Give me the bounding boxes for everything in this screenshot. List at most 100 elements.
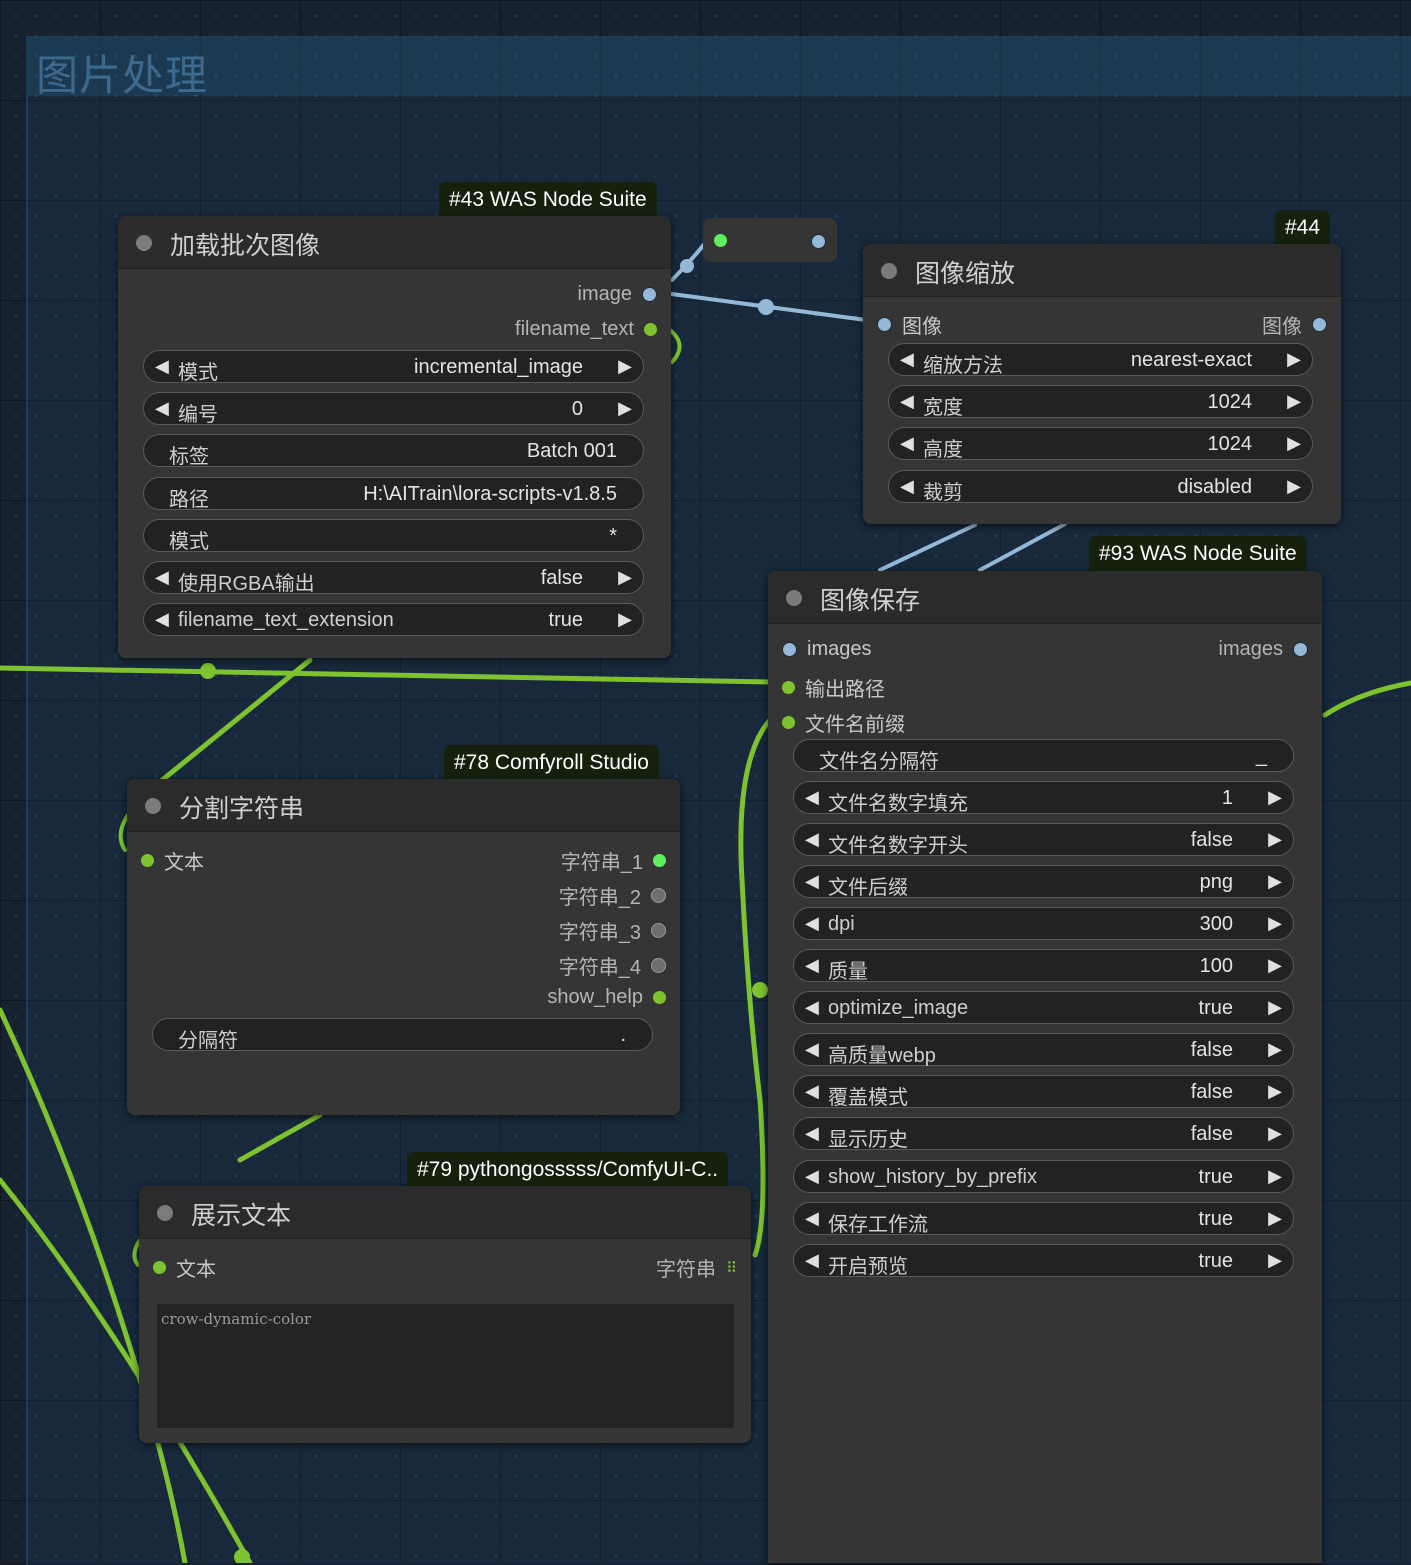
increment-arrow[interactable]: ▶ <box>1287 391 1301 411</box>
widget-show-previews[interactable]: ◀ 开启预览 true ▶ <box>793 1244 1294 1278</box>
decrement-arrow[interactable]: ◀ <box>900 476 914 496</box>
output-slot-string[interactable]: 字符串⠿ <box>656 1259 737 1281</box>
widget-index[interactable]: ◀ 编号 0 ▶ <box>143 392 644 426</box>
decrement-arrow[interactable]: ◀ <box>805 1123 819 1143</box>
node-split-string[interactable]: 分割字符串 文本 字符串_1 字符串_2 字符串_3 字符串_4 show_he… <box>127 779 680 1115</box>
widget-pattern[interactable]: 模式 * <box>143 519 644 553</box>
widget-mode[interactable]: ◀ 模式 incremental_image ▶ <box>143 350 644 384</box>
decrement-arrow[interactable]: ◀ <box>155 567 169 587</box>
increment-arrow[interactable]: ▶ <box>1268 829 1282 849</box>
input-slot-images[interactable]: images <box>782 638 871 661</box>
output-slot-show-help[interactable]: show_help <box>547 986 666 1009</box>
node-show-text[interactable]: 展示文本 文本 字符串⠿ crow-dynamic-color <box>139 1186 751 1443</box>
increment-arrow[interactable]: ▶ <box>618 567 632 587</box>
increment-arrow[interactable]: ▶ <box>618 398 632 418</box>
increment-arrow[interactable]: ▶ <box>618 609 632 629</box>
output-dot[interactable] <box>1293 642 1308 657</box>
increment-arrow[interactable]: ▶ <box>1287 349 1301 369</box>
node-header[interactable]: 分割字符串 <box>127 779 680 832</box>
increment-arrow[interactable]: ▶ <box>1268 913 1282 933</box>
output-slot-string-2[interactable]: 字符串_2 <box>559 881 666 910</box>
output-dot[interactable] <box>653 991 666 1004</box>
decrement-arrow[interactable]: ◀ <box>900 349 914 369</box>
increment-arrow[interactable]: ▶ <box>1268 787 1282 807</box>
increment-arrow[interactable]: ▶ <box>1268 1081 1282 1101</box>
decrement-arrow[interactable]: ◀ <box>805 1250 819 1270</box>
node-header[interactable]: 图像缩放 <box>863 244 1341 297</box>
decrement-arrow[interactable]: ◀ <box>900 433 914 453</box>
widget-path[interactable]: 路径 H:\AITrain\lora-scripts-v1.8.5 <box>143 477 644 511</box>
widget-dpi[interactable]: ◀ dpi 300 ▶ <box>793 907 1294 940</box>
output-slot-string-3[interactable]: 字符串_3 <box>559 916 666 945</box>
widget-filename-number-padding[interactable]: ◀ 文件名数字填充 1 ▶ <box>793 781 1294 815</box>
increment-arrow[interactable]: ▶ <box>1287 433 1301 453</box>
decrement-arrow[interactable]: ◀ <box>805 871 819 891</box>
node-image-save[interactable]: 图像保存 images images 输出路径 文件名前缀 文件名分隔符 _ ◀… <box>768 571 1322 1563</box>
widget-overwrite-mode[interactable]: ◀ 覆盖模式 false ▶ <box>793 1075 1294 1109</box>
decrement-arrow[interactable]: ◀ <box>805 913 819 933</box>
increment-arrow[interactable]: ▶ <box>618 356 632 376</box>
decrement-arrow[interactable]: ◀ <box>805 1081 819 1101</box>
output-slot-filename-text[interactable]: filename_text <box>515 318 657 341</box>
output-slot-image[interactable]: 图像 <box>1262 310 1327 339</box>
decrement-arrow[interactable]: ◀ <box>805 1208 819 1228</box>
reroute-input-dot[interactable] <box>714 234 727 247</box>
output-dot[interactable] <box>644 323 657 336</box>
input-dot[interactable] <box>782 681 795 694</box>
widget-show-history[interactable]: ◀ 显示历史 false ▶ <box>793 1117 1294 1151</box>
collapse-dot[interactable] <box>157 1205 173 1221</box>
output-dot[interactable] <box>642 287 657 302</box>
output-dot[interactable] <box>1312 317 1327 332</box>
reroute-output-dot[interactable] <box>811 234 826 249</box>
collapse-dot[interactable] <box>136 235 152 251</box>
widget-crop[interactable]: ◀ 裁剪 disabled ▶ <box>888 470 1313 504</box>
output-slot-string-1[interactable]: 字符串_1 <box>561 846 666 875</box>
decrement-arrow[interactable]: ◀ <box>805 997 819 1017</box>
reroute-node[interactable] <box>703 218 837 262</box>
node-load-image-batch[interactable]: 加载批次图像 image filename_text ◀ 模式 incremen… <box>118 216 671 658</box>
widget-filename-text-extension[interactable]: ◀ filename_text_extension true ▶ <box>143 603 644 636</box>
node-header[interactable]: 加载批次图像 <box>118 216 671 269</box>
increment-arrow[interactable]: ▶ <box>1268 1166 1282 1186</box>
widget-delimiter[interactable]: 分隔符 . <box>152 1018 653 1052</box>
widget-upscale-method[interactable]: ◀ 缩放方法 nearest-exact ▶ <box>888 343 1313 377</box>
text-display-area[interactable]: crow-dynamic-color <box>157 1304 734 1428</box>
input-dot[interactable] <box>782 716 795 729</box>
output-dot[interactable] <box>651 958 666 973</box>
decrement-arrow[interactable]: ◀ <box>155 609 169 629</box>
widget-label[interactable]: 标签 Batch 001 <box>143 434 644 468</box>
widget-show-history-by-prefix[interactable]: ◀ show_history_by_prefix true ▶ <box>793 1160 1294 1193</box>
input-dot[interactable] <box>141 854 154 867</box>
output-dot[interactable] <box>651 923 666 938</box>
widget-lossless-webp[interactable]: ◀ 高质量webp false ▶ <box>793 1033 1294 1067</box>
group-header[interactable]: 图片处理 <box>28 38 1411 100</box>
input-slot-text[interactable]: 文本 <box>153 1253 216 1282</box>
node-header[interactable]: 展示文本 <box>139 1186 751 1239</box>
increment-arrow[interactable]: ▶ <box>1268 997 1282 1017</box>
increment-arrow[interactable]: ▶ <box>1268 1123 1282 1143</box>
output-slot-image[interactable]: image <box>578 283 657 306</box>
decrement-arrow[interactable]: ◀ <box>805 829 819 849</box>
widget-filename-delimiter[interactable]: 文件名分隔符 _ <box>793 739 1294 773</box>
collapse-dot[interactable] <box>881 263 897 279</box>
output-slot-images[interactable]: images <box>1219 638 1308 661</box>
output-slot-string-4[interactable]: 字符串_4 <box>559 951 666 980</box>
widget-quality[interactable]: ◀ 质量 100 ▶ <box>793 949 1294 983</box>
widget-height[interactable]: ◀ 高度 1024 ▶ <box>888 427 1313 461</box>
decrement-arrow[interactable]: ◀ <box>805 787 819 807</box>
input-slot-output-path[interactable]: 输出路径 <box>782 673 885 702</box>
widget-extension[interactable]: ◀ 文件后缀 png ▶ <box>793 865 1294 899</box>
node-image-scale[interactable]: 图像缩放 图像 图像 ◀ 缩放方法 nearest-exact ▶ ◀ 宽度 1… <box>863 244 1341 524</box>
grid-icon[interactable]: ⠿ <box>726 1259 737 1277</box>
input-slot-filename-prefix[interactable]: 文件名前缀 <box>782 708 905 737</box>
increment-arrow[interactable]: ▶ <box>1268 871 1282 891</box>
widget-embed-workflow[interactable]: ◀ 保存工作流 true ▶ <box>793 1202 1294 1236</box>
input-slot-text[interactable]: 文本 <box>141 846 204 875</box>
output-dot[interactable] <box>651 888 666 903</box>
node-header[interactable]: 图像保存 <box>768 571 1322 624</box>
output-dot[interactable] <box>653 854 666 867</box>
input-dot[interactable] <box>877 317 892 332</box>
input-dot[interactable] <box>153 1261 166 1274</box>
widget-optimize-image[interactable]: ◀ optimize_image true ▶ <box>793 991 1294 1024</box>
increment-arrow[interactable]: ▶ <box>1268 955 1282 975</box>
